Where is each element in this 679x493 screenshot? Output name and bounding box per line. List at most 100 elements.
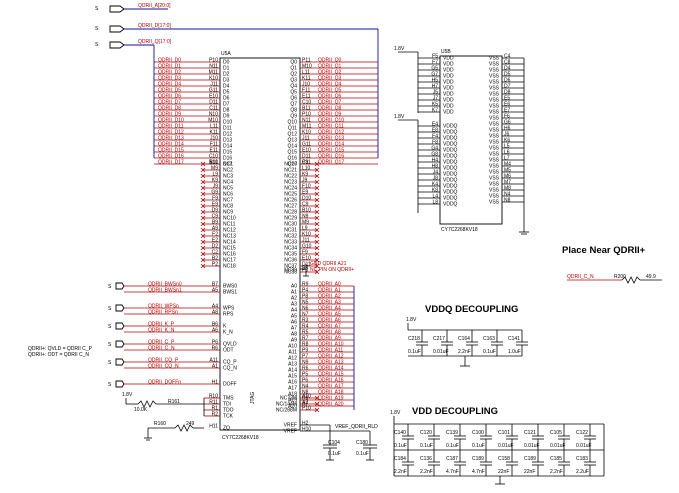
ctrl-connector[interactable] — [115, 358, 125, 366]
a-net-label: QDRII_A14 — [318, 365, 344, 371]
bus-d-label: QDRII_D[17:0] — [138, 23, 171, 29]
q-pin-number: G11 — [302, 141, 311, 147]
nc39-pin-number: P3 — [302, 265, 308, 271]
ncr-pin-name: NC34 — [284, 246, 297, 252]
ctrl-pin-number: A5 — [212, 287, 218, 293]
q-pin-name: Q5 — [290, 90, 297, 96]
vdd-pin-name: VDD — [443, 110, 454, 116]
ncl-pin-number: F9 — [212, 195, 218, 201]
u5a-body[interactable] — [219, 57, 301, 431]
vddq-pin-name: VDDQ — [443, 142, 458, 148]
vdd-cap-bot-value: 2.2nF — [420, 469, 433, 475]
vss-pin-name: VSS — [489, 86, 500, 92]
d-pin-number: K11 — [209, 129, 218, 135]
vss-pin-number: F6 — [504, 113, 510, 119]
ncr-pin-name: NC29 — [284, 216, 297, 222]
q-pin-number: C11 — [302, 159, 311, 165]
vddq-pin-number: H8 — [432, 163, 439, 169]
bus-a-label: QDRII_A[20:0] — [138, 3, 171, 9]
vddq-pin-name: VDDQ — [443, 190, 458, 196]
ctrl-connector[interactable] — [115, 322, 125, 330]
vddq-pin-number: F4 — [432, 133, 438, 139]
ctrl-connector[interactable] — [115, 304, 125, 312]
r161-ref: R161 — [168, 399, 180, 405]
u5b-body[interactable] — [439, 55, 503, 225]
vddq-cap-value: 2.2nF — [458, 349, 471, 355]
ncr-pin-name: NC23 — [284, 180, 297, 186]
q-net-label: QDRII_Q0 — [318, 57, 342, 63]
u5b-ref: U5B — [441, 49, 451, 55]
ctrl-connector[interactable] — [115, 340, 125, 348]
ctrl-pin-number: B7 — [212, 281, 218, 287]
vddq-cap-value: 0.1uF — [408, 349, 421, 355]
ncl-pin-number: M9 — [211, 165, 218, 171]
vdd-rail: 1.8V — [390, 410, 401, 416]
ncr-pin-number: N9 — [302, 213, 309, 219]
ctrl-pin-number: R6 — [212, 345, 219, 351]
vdd-pin-name: VDD — [443, 56, 454, 62]
vdd-cap-top-ref: C139 — [446, 430, 458, 436]
a-pin-name: A18 — [288, 392, 297, 398]
vref-pin-name: VREF — [284, 423, 297, 429]
vdd-pin-number: J7 — [433, 95, 439, 101]
d-pin-name: D4 — [223, 84, 230, 90]
d-pin-name: D12 — [223, 132, 232, 138]
a-pin-name: A5 — [291, 314, 297, 320]
vss-pin-name: VSS — [489, 62, 500, 68]
a-pin-name: A19 — [288, 398, 297, 404]
vref-network: VREF_QDRII_RLD C104 0.1uF C180 0.1uF — [300, 424, 378, 461]
ctrl-pin-name: K_N — [223, 330, 233, 336]
ncl-pin-number: N10 — [209, 159, 218, 165]
ncr-pin-number: E10 — [302, 255, 311, 261]
vdd-pin-number: H7 — [432, 83, 439, 89]
r160-zq: R160 249 — [144, 421, 204, 441]
q-net-label: QDRII_Q12 — [318, 129, 344, 135]
q-pin-name: Q11 — [288, 126, 297, 132]
d-net-label: QDRII_D9 — [158, 111, 181, 117]
d-net-label: QDRII_D17 — [158, 159, 184, 165]
vss-pin-number: M6 — [504, 173, 511, 179]
ncl-pin-number: L9 — [212, 171, 218, 177]
bus-q-connector[interactable] — [109, 41, 125, 49]
r161-resistor[interactable] — [137, 400, 157, 408]
bus-d-connector[interactable] — [109, 25, 125, 33]
q-pin-number: J10 — [302, 81, 310, 87]
d-pin-name: D8 — [223, 108, 230, 114]
vddq-pin-number: L4 — [432, 193, 438, 199]
bus-a-connector[interactable] — [109, 5, 125, 13]
ncr-pin-name: NC33 — [284, 240, 297, 246]
ncb-pin-number: P10 — [302, 405, 311, 411]
a-pin-name: A10 — [288, 344, 297, 350]
ncl-pin-name: NC8 — [223, 204, 233, 210]
jtag-pin-name: TDO — [223, 408, 234, 414]
d-net-label: QDRII_D3 — [158, 75, 181, 81]
r160-resistor[interactable] — [174, 424, 194, 432]
ncl-pin-name: NC12 — [223, 228, 236, 234]
ctrl-connector[interactable] — [115, 380, 125, 388]
ctrl-pin-number: A4 — [212, 303, 218, 309]
r200-resistor[interactable] — [621, 276, 641, 284]
vdd-pin-name: VDD — [443, 104, 454, 110]
vdd-pin-number: F7 — [432, 59, 438, 65]
ncr-pin-number: C9 — [302, 201, 309, 207]
ctrl-pin-name: DOFF — [223, 382, 237, 388]
d-pin-number: P10 — [209, 57, 218, 63]
d-net-label: QDRII_D4 — [158, 81, 181, 87]
vss-pin-name: VSS — [489, 188, 500, 194]
ctrl-connector[interactable] — [115, 282, 125, 290]
q-pin-name: Q9 — [290, 114, 297, 120]
u5a-left-extras: QDRII+: QVLD = QDRII C_P QDRII+: ODT = Q… — [28, 261, 354, 358]
vdd-cap-bot-ref: C187 — [446, 456, 458, 462]
ncr-pin-number: B10 — [302, 207, 311, 213]
a-pin-number: N7 — [302, 311, 309, 317]
d-pin-name: D10 — [223, 120, 232, 126]
d-net-label: QDRII_D7 — [158, 99, 181, 105]
ncl-pin-number: B2 — [212, 255, 218, 261]
ctrl-sheet-flag: S — [108, 382, 112, 388]
vddq-cap-value: 1.0uF — [508, 349, 521, 355]
ncr-pin-number: D10 — [302, 195, 311, 201]
ncr-pin-name: NC37 — [284, 264, 297, 270]
d-net-label: QDRII_D8 — [158, 105, 181, 111]
vddq-pin-name: VDDQ — [443, 154, 458, 160]
